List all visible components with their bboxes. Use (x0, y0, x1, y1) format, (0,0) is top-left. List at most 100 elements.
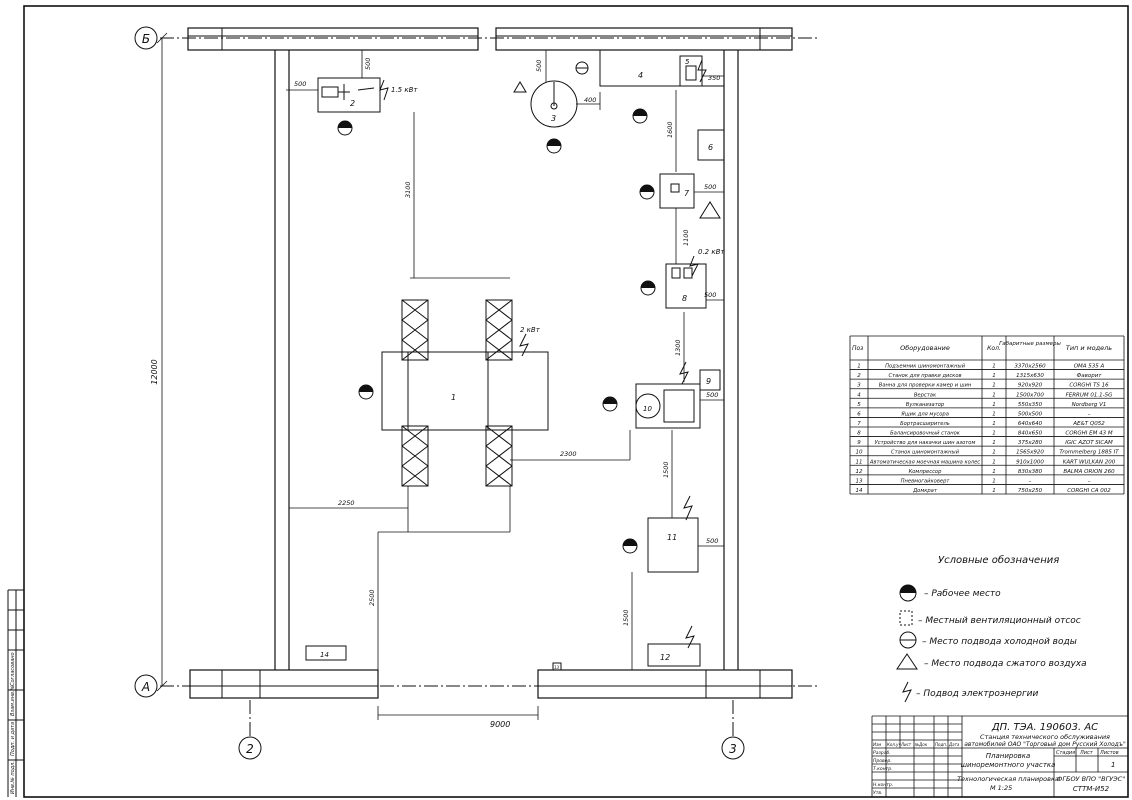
power-label-2: 1.5 кВт (391, 86, 418, 94)
equipment-label-1: 1 (451, 393, 456, 402)
spec-cell-qty: 1 (992, 364, 996, 370)
spec-cell-size: 910х1000 (1016, 459, 1044, 465)
dim-8-right: 500 (704, 291, 716, 299)
spec-cell-qty: 1 (992, 383, 996, 389)
spec-cell-qty: 1 (992, 402, 996, 408)
equipment-11: 1500 11 500 (622, 430, 724, 573)
equipment-label-10: 10 (643, 405, 652, 413)
spec-cell-model: BALMA ORION 260 (1063, 469, 1115, 475)
equipment-8: 1100 8 0.2 кВт 500 (640, 208, 725, 309)
equipment-14: 14 (305, 645, 347, 661)
spec-cell-model: KART WULKAN 200 (1063, 459, 1116, 465)
spec-cell-size: 750х250 (1018, 488, 1043, 494)
stamp-change-3: №Док (914, 742, 928, 747)
spec-cell-name: Балансировочный станок (890, 431, 961, 437)
spec-cell-model: AE&T Q052 (1072, 421, 1105, 427)
stamp-project-2: автомобилей ОАО "Торговый дом Русский Хо… (964, 741, 1126, 748)
legend-title: Условные обозначения (938, 554, 1059, 566)
spec-header-pos: Поз (852, 345, 863, 352)
spec-cell-pos: 1 (857, 364, 861, 370)
dim-1500-lower: 1500 (622, 609, 630, 626)
spec-cell-qty: 1 (992, 440, 996, 446)
equipment-label-5: 5 (685, 58, 690, 66)
spec-cell-qty: 1 (992, 450, 996, 456)
dim-2500: 2500 (368, 589, 376, 606)
spec-cell-model: Trommelberg 1885 IT (1059, 450, 1119, 456)
spec-cell-size: 830х380 (1018, 469, 1043, 475)
spec-cell-size: 640х640 (1018, 421, 1043, 427)
dim-3-top: 500 (535, 60, 543, 72)
stamp-code: ДП. ТЭА. 190603. АС (991, 722, 1098, 733)
stamp-change-5: Дата (948, 742, 960, 747)
spec-cell-name: Ванна для проверки камер и шин (879, 383, 972, 389)
spec-cell-pos: 13 (856, 478, 863, 484)
binding-strip: Согласовано Взам.инв.№ Подп. и дата Инв.… (7, 589, 24, 797)
spec-cell-name: Пневмогайковерт (901, 478, 951, 484)
spec-cell-model: CORGHI TS 16 (1069, 383, 1109, 389)
equipment-5: 5 350 (632, 55, 724, 124)
equipment-label-13: 13 (554, 665, 560, 670)
side-label-approved: Согласовано (10, 652, 16, 686)
equipment-label-4: 4 (638, 71, 643, 80)
spec-cell-model: FERRUM 01.1-5G (1066, 392, 1113, 398)
dim-2-left: 500 (294, 80, 306, 88)
legend-vent: – Местный вентиляционный отсос (918, 616, 1081, 626)
spec-cell-model: – (1088, 411, 1091, 417)
spec-cell-name: Подъемник шиномонтажный (885, 364, 966, 370)
equipment-label-12: 12 (660, 653, 670, 662)
equipment-7: 7 500 (639, 173, 724, 219)
title-block: Изм Кол.уч Лист №Док Подп. Дата Разраб. … (871, 715, 1128, 797)
spec-header-qty: Кол. (987, 345, 1001, 352)
stamp-change-1: Кол.уч (887, 742, 901, 747)
spec-cell-size: 1565х920 (1016, 450, 1044, 456)
equipment-13: 13 (552, 662, 562, 671)
building-walls (187, 27, 793, 699)
spec-cell-size: 1315х630 (1016, 373, 1044, 379)
stamp-role-1: Провер. (873, 758, 892, 764)
equipment-10: 10 500 (602, 361, 724, 429)
dim-2-top: 500 (364, 58, 372, 70)
stamp-col-sheet: Лист (1079, 750, 1094, 756)
stamp-change-2: Лист (900, 742, 912, 747)
spec-cell-pos: 11 (856, 459, 863, 465)
internal-dimensions: 3100 2300 2250 2500 (289, 112, 631, 670)
spec-header-size-text: Габаритные размеры (999, 341, 1061, 347)
spec-cell-model: CORGHI CA 002 (1067, 488, 1111, 494)
spec-cell-qty: 1 (992, 392, 996, 398)
spec-cell-model: IGIC AZOT SICAM (1065, 440, 1113, 446)
spec-cell-qty: 1 (992, 469, 996, 475)
equipment-12: 1500 12 (622, 572, 701, 670)
side-label-inv: Инв.№ подл. (10, 761, 16, 794)
stamp-org-1: ФГБОУ ВПО "ВГУЭС" (1057, 775, 1125, 783)
stamp-role-4: Утв. (873, 790, 882, 796)
dim-10-right: 500 (706, 391, 718, 399)
sheet-frame (23, 5, 1129, 798)
spec-cell-name: Устройство для накачки шин азотом (875, 440, 976, 446)
spec-cell-qty: 1 (992, 411, 996, 417)
spec-cell-qty: 1 (992, 488, 996, 494)
spec-cell-model: Nordberg V1 (1072, 402, 1107, 408)
spec-cell-pos: 10 (856, 450, 863, 456)
dim-3100: 3100 (404, 181, 412, 198)
spec-cell-size: 500х500 (1018, 411, 1043, 417)
stamp-sheet-title-1: Планировка (986, 752, 1031, 760)
spec-cell-size: 3370х2560 (1014, 364, 1046, 370)
spec-cell-pos: 14 (856, 488, 863, 494)
equipment-label-6: 6 (708, 143, 713, 152)
dim-3-right: 400 (584, 96, 596, 104)
power-label-8: 0.2 кВт (698, 248, 725, 256)
stamp-scale: М 1:25 (990, 784, 1012, 792)
spec-header-model: Тип и модель (1066, 344, 1112, 352)
stamp-doc-title: Технологическая планировка (957, 775, 1059, 783)
legend-air: – Место подвода сжатого воздуха (924, 659, 1087, 669)
spec-cell-pos: 6 (857, 411, 861, 417)
equipment-label-11: 11 (667, 533, 677, 542)
spec-cell-model: Фаворит (1077, 373, 1103, 379)
spec-cell-qty: 1 (992, 431, 996, 437)
dim-2250: 2250 (338, 499, 355, 507)
spec-cell-name: Бортрасширитель (900, 421, 950, 427)
equipment-label-2: 2 (350, 99, 355, 108)
equipment-6: 6 1600 (666, 90, 725, 172)
spec-header-size: Габаритные размеры (999, 341, 1061, 347)
